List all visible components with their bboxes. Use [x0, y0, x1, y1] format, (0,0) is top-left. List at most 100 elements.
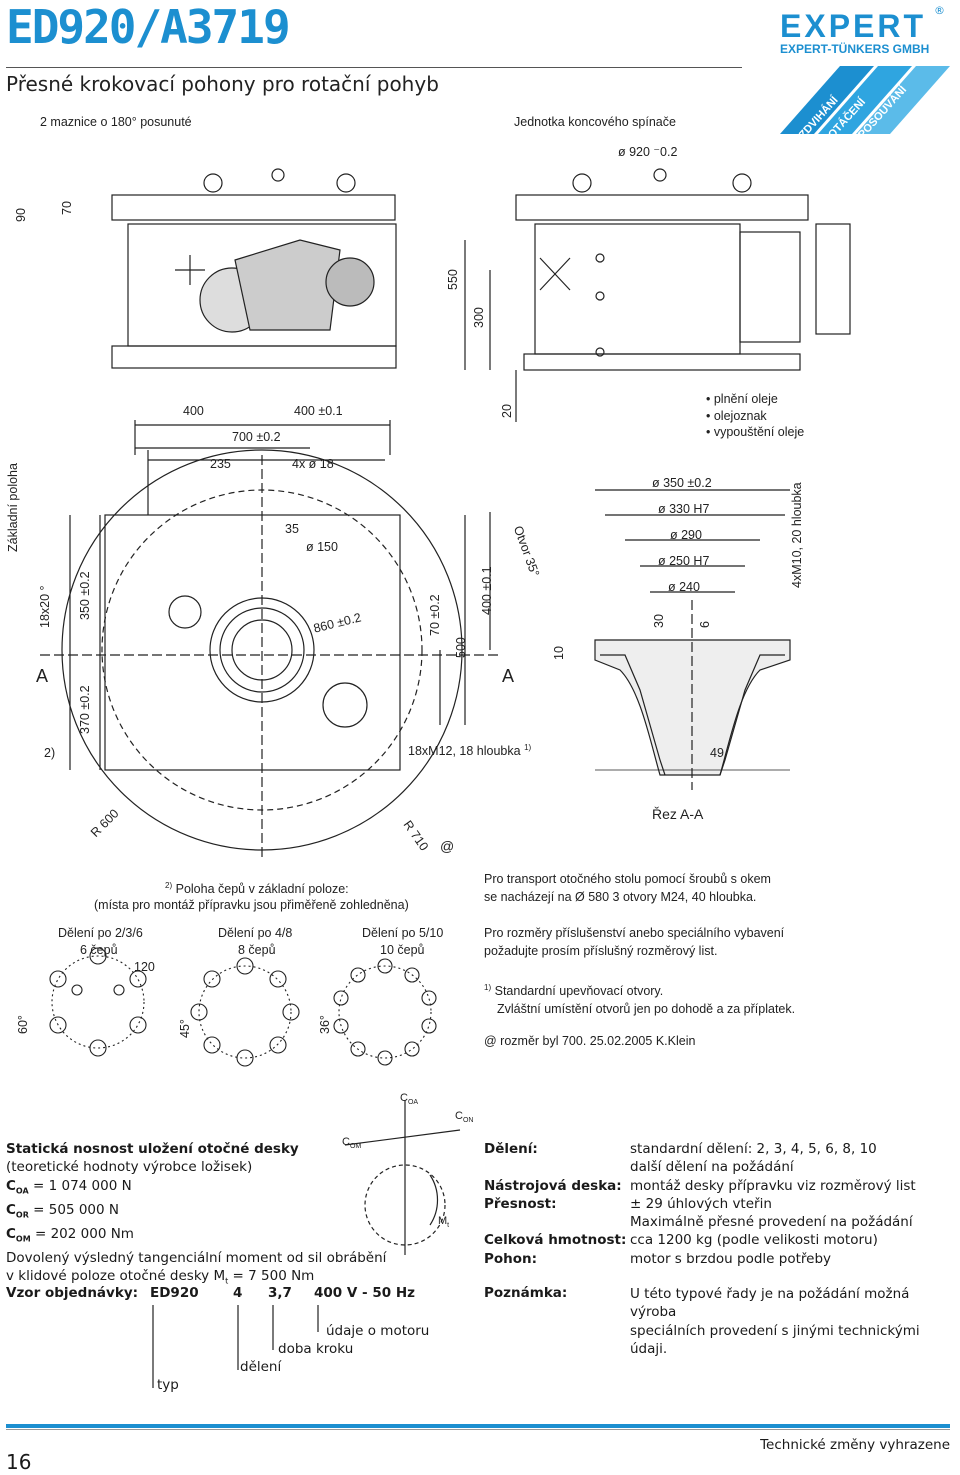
- note-revision: @ rozměr byl 700. 25.02.2005 K.Klein: [484, 1034, 696, 1048]
- load-note: (teoretické hodnoty výrobce ložisek): [6, 1159, 253, 1176]
- note-accessories-line2: požadujte prosím příslušný rozměrový lis…: [484, 944, 718, 958]
- dim-235: 235: [210, 457, 231, 471]
- group2-title: Dělení po 4/8: [218, 926, 293, 940]
- dim-49: 49: [710, 746, 724, 760]
- group3-pins: 10 čepů: [380, 943, 425, 957]
- footer-note: Technické změny vyhrazene: [760, 1437, 950, 1453]
- pin-pattern-10: [333, 958, 437, 1066]
- group2-pins: 8 čepů: [238, 943, 276, 957]
- spec-label-accuracy: Přesnost:: [484, 1195, 557, 1212]
- order-code-step: 3,7: [268, 1285, 292, 1301]
- footer-rule-thin: [6, 1429, 950, 1430]
- order-legend-step: doba kroku: [278, 1341, 354, 1357]
- dim-dia-290: ø 290: [670, 528, 702, 542]
- remark-label: Poznámka:: [484, 1285, 568, 1301]
- expert-logo-text: EXPERT: [780, 8, 927, 44]
- load-cor: COR = 505 000 N: [6, 1201, 120, 1220]
- dim-35: 35: [285, 522, 299, 536]
- page-number: 16: [6, 1450, 32, 1474]
- note-holes-line1: 1) Standardní upevňovací otvory.: [484, 983, 664, 999]
- order-code-type: ED920: [150, 1285, 199, 1301]
- note-holes-line2: Zvláštní umístění otvorů jen po dohodě a…: [497, 1002, 796, 1017]
- dim-400-left: 400: [183, 404, 204, 418]
- spec-label-empty2: [484, 1213, 626, 1231]
- oil-drain: • vypouštění oleje: [706, 425, 805, 439]
- oil-legend: • plnění oleje • olejoznak • vypouštění …: [706, 391, 804, 441]
- dim-dia-150: ø 150: [306, 540, 338, 554]
- spec-value-division-extra: další dělení na požádání: [630, 1159, 794, 1176]
- load-moment: v klidové poloze otočné desky Mt = 7 500…: [6, 1267, 315, 1286]
- at-mark: @: [440, 838, 455, 854]
- dim-dia-350: ø 350 ±0.2: [652, 476, 712, 490]
- order-legend-type: typ: [157, 1377, 179, 1393]
- group3-title: Dělení po 5/10: [362, 926, 444, 940]
- spec-label-tool-plate: Nástrojová deska:: [484, 1177, 622, 1194]
- specs-labels: Dělení: Nástrojová deska: Přesnost: Celk…: [484, 1140, 626, 1268]
- pin-pattern-8: [190, 957, 300, 1067]
- dim-400-right: 400 ±0.1: [294, 404, 343, 418]
- order-legend-division: dělení: [240, 1359, 282, 1375]
- dim-dia-920: ø 920 ⁻0.2: [618, 145, 678, 159]
- section-mark-left: A: [36, 666, 49, 686]
- spec-label-drive: Pohon:: [484, 1250, 538, 1267]
- note-accessories-line1: Pro rozměry příslušenství anebo speciáln…: [484, 926, 785, 940]
- section-title: Řez A-A: [652, 806, 704, 822]
- pin-pattern-6: [49, 947, 147, 1057]
- label-grease-nipples: 2 maznice o 180° posunuté: [40, 115, 192, 129]
- group1-dim-120: 120: [134, 960, 155, 974]
- remark-line1: U této typové řady je na požádání možná …: [630, 1286, 910, 1321]
- load-block: Statická nosnost uložení otočné desky (t…: [6, 1140, 386, 1291]
- holes-18xm12: 18xM12, 18 hloubka 1): [408, 743, 532, 759]
- header-rule: [6, 67, 742, 68]
- note-transport: Pro transport otočného stolu pomocí šrou…: [484, 870, 771, 906]
- diag-com: COM: [342, 1136, 362, 1151]
- spec-value-accuracy: ± 29 úhlových vteřin: [630, 1195, 772, 1212]
- logo-company: EXPERT-TÜNKERS GMBH: [780, 42, 930, 56]
- note-2-mark: 2): [44, 746, 56, 760]
- note-holes: 1) Standardní upevňovací otvory. Zvláštn…: [484, 979, 795, 1018]
- spec-label-weight: Celková hmotnost:: [484, 1232, 627, 1249]
- note-transport-line1: Pro transport otočného stolu pomocí šrou…: [484, 872, 771, 886]
- holes-4x18: 4x ø 18: [292, 457, 334, 471]
- remark-line2: speciálních provedení s jinými technický…: [630, 1322, 920, 1357]
- spec-label-empty1: [484, 1158, 626, 1176]
- order-code-division: 4: [233, 1285, 243, 1301]
- load-moment-note: Dovolený výsledný tangenciální moment od…: [6, 1249, 387, 1266]
- spec-label-division: Dělení:: [484, 1141, 538, 1157]
- label-limit-switch: Jednotka koncového spínače: [514, 115, 676, 129]
- diag-mt: Mt: [438, 1215, 450, 1230]
- group1-pins: 6 čepů: [80, 943, 118, 957]
- spec-value-tool-plate: montáž desky přípravku viz rozměrový lis…: [630, 1177, 916, 1194]
- diag-coa: COA: [400, 1092, 419, 1107]
- spec-value-weight: cca 1200 kg (podle velikosti motoru): [630, 1232, 878, 1249]
- oil-gauge: • olejoznak: [706, 408, 767, 423]
- product-code-title: ED920/A3719: [6, 0, 291, 54]
- order-legend-motor: údaje o motoru: [326, 1323, 430, 1339]
- specs-values: standardní dělení: 2, 3, 4, 5, 6, 8, 10 …: [630, 1140, 916, 1268]
- spec-value-division: standardní dělení: 2, 3, 4, 5, 6, 8, 10: [630, 1141, 877, 1157]
- dim-dia-240: ø 240: [668, 580, 700, 594]
- spec-value-drive: motor s brzdou podle potřeby: [630, 1250, 831, 1267]
- footer-rule: [6, 1424, 950, 1428]
- remark-text: U této typové řady je na požádání možná …: [630, 1285, 960, 1358]
- note-accessories: Pro rozměry příslušenství anebo speciáln…: [484, 924, 784, 960]
- order-label: Vzor objednávky:: [6, 1285, 139, 1301]
- registered-mark: ®: [934, 4, 945, 17]
- pin-note-line1: 2) Poloha čepů v základní poloze:: [165, 881, 349, 897]
- load-title: Statická nosnost uložení otočné desky: [6, 1141, 299, 1157]
- group1-title: Dělení po 2/3/6: [58, 926, 143, 940]
- section-mark-right: A: [502, 666, 515, 686]
- oil-fill: • plnění oleje: [706, 392, 778, 406]
- dim-dia-250: ø 250 H7: [658, 554, 710, 568]
- diag-con: CON: [455, 1110, 474, 1125]
- dim-700: 700 ±0.2: [232, 430, 281, 444]
- load-com: COM = 202 000 Nm: [6, 1225, 134, 1244]
- note-transport-line2: se nacházejí na Ø 580 3 otvory M24, 40 h…: [484, 890, 757, 904]
- spec-value-accuracy-extra: Maximálně přesné provedení na požádání: [630, 1214, 913, 1231]
- page-subtitle: Přesné krokovací pohony pro rotační pohy…: [6, 72, 439, 96]
- dim-dia-330: ø 330 H7: [658, 502, 710, 516]
- order-code-motor: 400 V - 50 Hz: [314, 1285, 415, 1301]
